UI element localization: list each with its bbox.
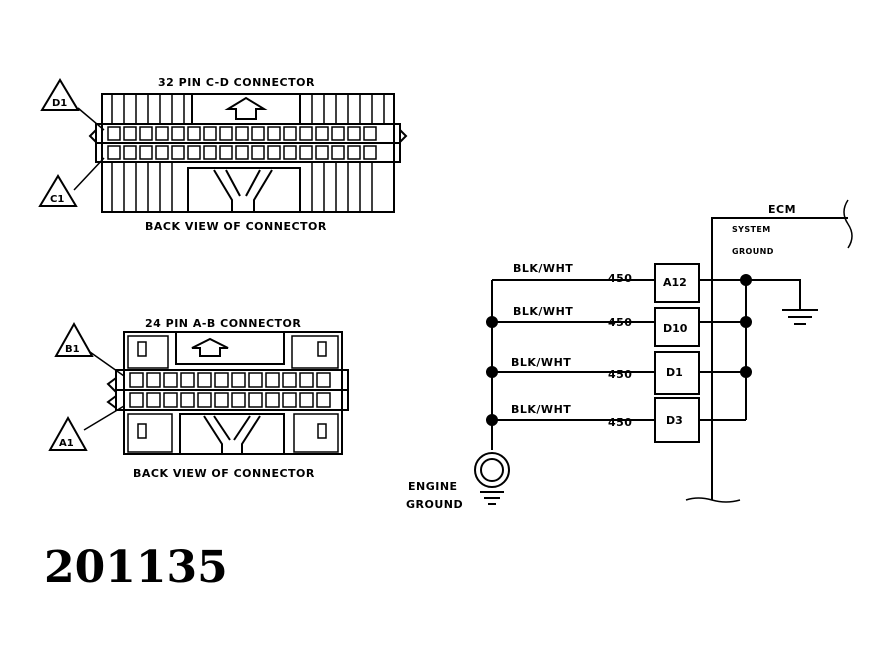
ecm-circuit: ECM SYSTEM GROUND A12 D10 D1 D3: [406, 199, 853, 511]
callout-a1-triangle: [48, 415, 88, 451]
connector-ab: 24 PIN A-B CONNECTOR: [48, 317, 349, 480]
callout-d1-leader: [77, 107, 105, 131]
ecm-boundary: [711, 217, 848, 500]
wire-1-circuit: 450: [608, 272, 632, 285]
wire-4-circuit: 450: [608, 416, 632, 429]
wire-3-circuit: 450: [608, 368, 632, 381]
figure-number: 201135: [44, 542, 228, 593]
connector-cd-top-ribs: [111, 94, 385, 124]
wire-2-circuit: 450: [608, 316, 632, 329]
up-arrow-icon: [224, 96, 268, 120]
callout-b1-leader: [89, 351, 125, 377]
callout-d1-triangle: [40, 78, 80, 111]
pin-d3-label: D3: [666, 414, 683, 427]
splice-dot: [486, 366, 498, 378]
connector-cd-title: 32 PIN C-D CONNECTOR: [158, 76, 315, 89]
wire-3-color: BLK/WHT: [511, 356, 571, 369]
callout-c1-triangle: [38, 174, 78, 207]
pin-d10-label: D10: [663, 322, 688, 335]
connector-cd: 32 PIN C-D CONNECTOR: [38, 76, 408, 233]
engine-ground-icon: [480, 491, 504, 505]
callout-a1-label: A1: [59, 438, 74, 449]
system-ground-label-2: GROUND: [732, 247, 774, 256]
wire-4-color: BLK/WHT: [511, 403, 571, 416]
engine-ground-eyelet: [474, 452, 510, 488]
pin-d1-label: D1: [666, 366, 683, 379]
junction-dot: [740, 366, 752, 378]
callout-c1-leader: [73, 157, 105, 191]
wire-1-color: BLK/WHT: [513, 262, 573, 275]
callout-d1-label: D1: [52, 98, 67, 109]
callout-b1-triangle: [54, 321, 94, 357]
connector-ab-caption: BACK VIEW OF CONNECTOR: [133, 467, 315, 480]
pin-a12-label: A12: [663, 276, 687, 289]
junction-dot: [740, 316, 752, 328]
up-arrow-icon: [191, 337, 229, 357]
engine-ground-label-2: GROUND: [406, 498, 463, 511]
connector-ab-pin-cavities: [129, 372, 331, 408]
wire-2-color: BLK/WHT: [513, 305, 573, 318]
splice-dot: [486, 316, 498, 328]
callout-a1-leader: [83, 405, 125, 431]
system-ground-label-1: SYSTEM: [732, 225, 771, 234]
ecm-label: ECM: [768, 203, 796, 216]
system-ground-icon: [782, 309, 818, 325]
connector-ab-title: 24 PIN A-B CONNECTOR: [145, 317, 301, 330]
connector-cd-caption: BACK VIEW OF CONNECTOR: [145, 220, 327, 233]
callout-c1-label: C1: [50, 194, 64, 205]
callout-b1-label: B1: [65, 344, 80, 355]
splice-dot: [486, 414, 498, 426]
engine-ground-label-1: ENGINE: [408, 480, 458, 493]
connector-cd-pin-cavities: [107, 126, 377, 160]
